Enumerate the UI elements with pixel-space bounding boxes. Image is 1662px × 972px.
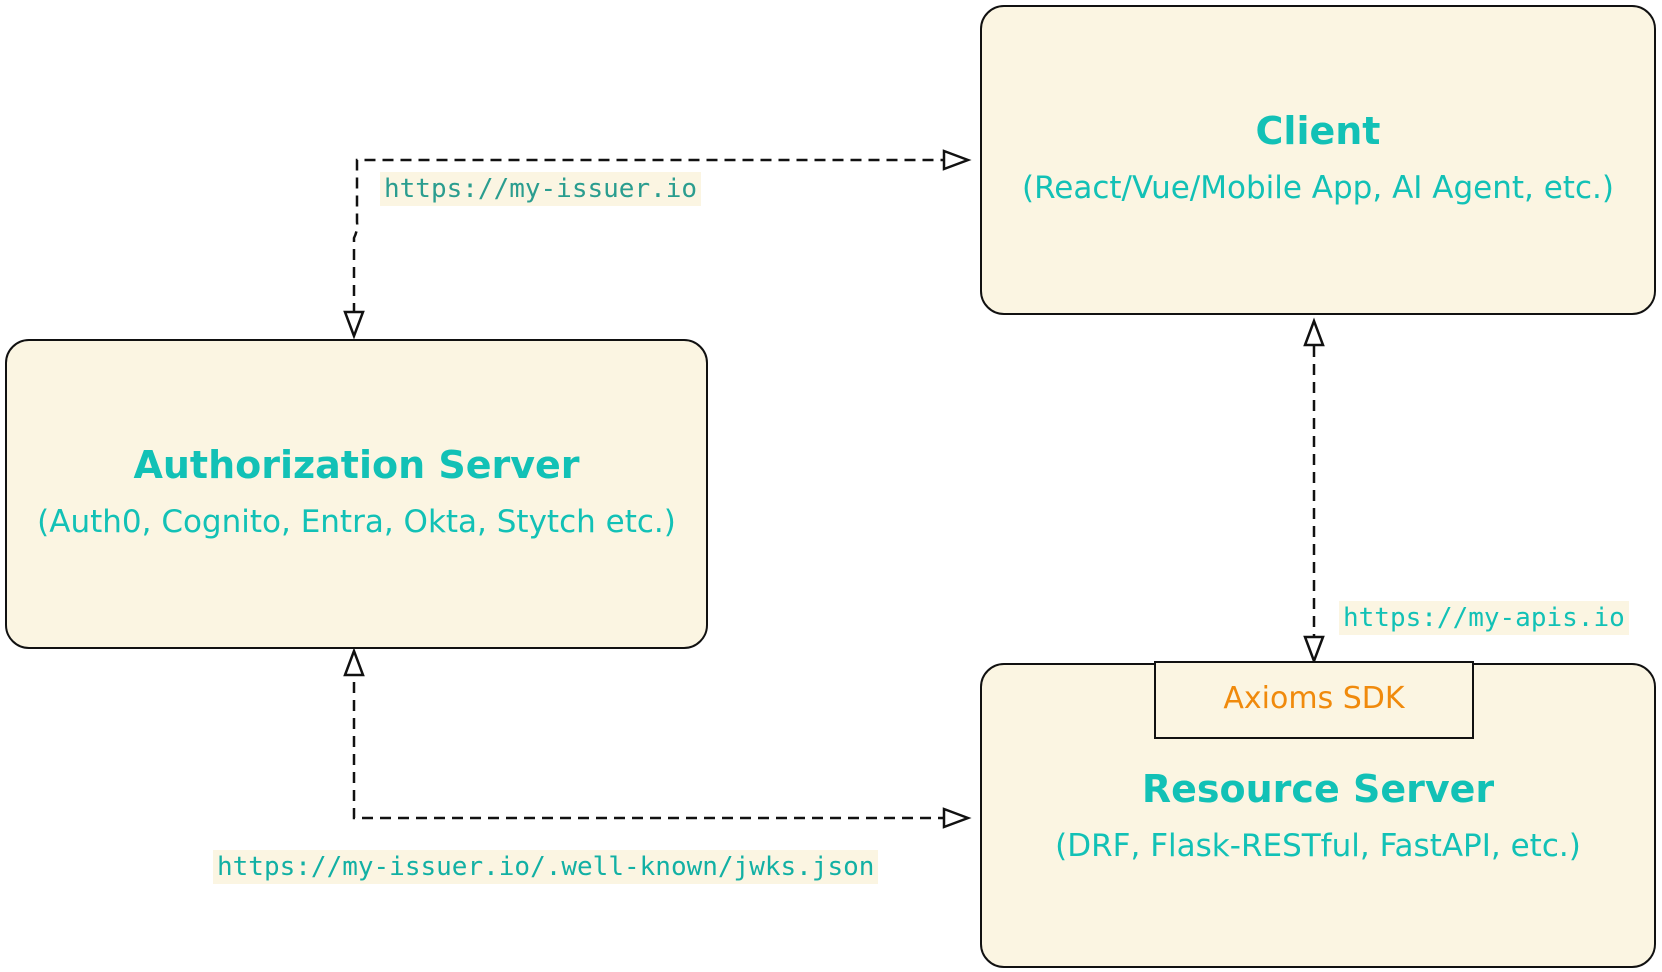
arrowhead-client-left xyxy=(942,149,972,171)
edge-auth-resource xyxy=(352,664,943,820)
authorization-server-title: Authorization Server xyxy=(133,443,580,487)
arrowhead-auth-bottom xyxy=(343,647,365,677)
arrowhead-resource-top xyxy=(1303,635,1325,665)
authorization-server-node: Authorization Server (Auth0, Cognito, En… xyxy=(5,339,708,649)
client-node: Client (React/Vue/Mobile App, AI Agent, … xyxy=(980,5,1656,315)
resource-server-title: Resource Server xyxy=(1141,767,1495,811)
resource-server-subtitle: (DRF, Flask-RESTful, FastAPI, etc.) xyxy=(1055,828,1581,864)
client-title: Client xyxy=(1255,109,1381,153)
arrowhead-resource-left xyxy=(942,807,972,829)
client-subtitle: (React/Vue/Mobile App, AI Agent, etc.) xyxy=(1022,170,1614,206)
edge-label-apis: https://my-apis.io xyxy=(1339,601,1629,635)
edge-auth-client xyxy=(352,158,943,314)
axioms-sdk-component: Axioms SDK xyxy=(1154,661,1474,739)
authorization-server-subtitle: (Auth0, Cognito, Entra, Okta, Stytch etc… xyxy=(37,504,676,540)
arrowhead-auth-top xyxy=(343,310,365,340)
edge-label-issuer: https://my-issuer.io xyxy=(380,172,702,206)
edge-label-jwks: https://my-issuer.io/.well-known/jwks.js… xyxy=(213,850,879,884)
arrowhead-client-bottom xyxy=(1303,317,1325,347)
